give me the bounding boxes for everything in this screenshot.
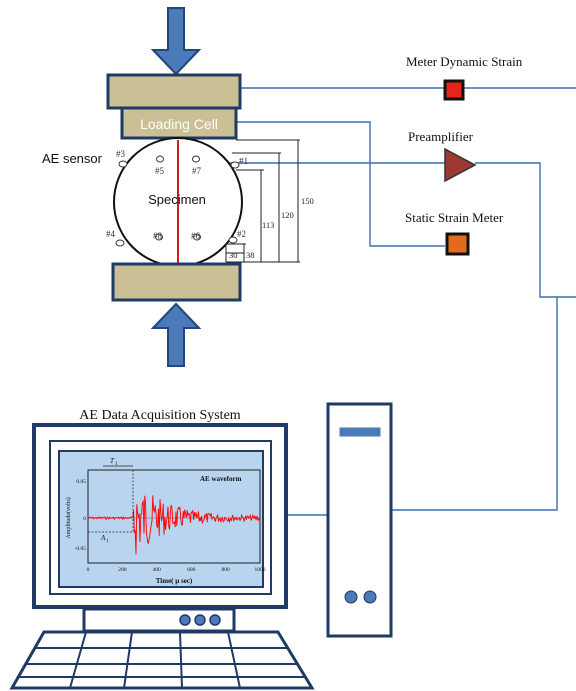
sensor-3 <box>118 160 128 168</box>
preamplifier-symbol <box>444 147 477 183</box>
bottom-loading-plate <box>111 262 242 302</box>
sensor-7-label: #7 <box>192 166 202 176</box>
top-loading-plate <box>106 73 242 110</box>
tower-drive-slot <box>339 427 381 437</box>
waveform-axes <box>87 469 261 564</box>
y-tick-label: 0 <box>83 516 86 522</box>
t-label: T <box>110 457 115 465</box>
sensor-2 <box>228 236 238 244</box>
meter-dynamic-strain-label: Meter Dynamic Strain <box>406 54 523 69</box>
ae-das-label: AE Data Acquisition System <box>79 408 240 423</box>
x-tick-label: 400 <box>153 567 162 573</box>
sensor-2-label: #2 <box>237 229 246 239</box>
dim-38: 38 <box>246 250 255 260</box>
sensor-5 <box>156 155 164 163</box>
tower-button-left <box>344 590 358 604</box>
sensor-4-label: #4 <box>106 229 116 239</box>
x-ticks: 0 200 400 600 800 1000 <box>87 567 266 573</box>
x-tick-label: 800 <box>221 567 230 573</box>
y-ticks: 0.05 0 -0.05 <box>75 479 87 552</box>
computer-tower <box>326 402 393 638</box>
y-tick-label: 0.05 <box>76 479 86 485</box>
t-label-sub: 1 <box>115 462 118 467</box>
ae-waveform-plot: T 1 A 1 AE waveform 0.05 0 -0.05 0 200 400 60… <box>65 457 266 585</box>
dynamic-strain-meter <box>443 79 465 101</box>
dim-150: 150 <box>301 196 314 206</box>
static-strain-meter-label: Static Strain Meter <box>405 210 504 225</box>
tower-button-right <box>363 590 377 604</box>
specimen-label: Specimen <box>148 192 206 207</box>
sensor-1 <box>230 161 240 169</box>
ae-sensors <box>115 155 240 247</box>
dimension-lines <box>225 139 300 263</box>
x-tick-label: 0 <box>87 567 90 573</box>
sensor-8-label: #8 <box>153 231 163 241</box>
dim-113: 113 <box>262 220 274 230</box>
sensor-1-label: #1 <box>239 156 248 166</box>
waveform-title: AE waveform <box>200 475 242 483</box>
sensor-4 <box>115 239 125 247</box>
x-tick-label: 600 <box>187 567 196 573</box>
waveform-trace <box>87 495 260 555</box>
a-label-sub: 1 <box>106 539 109 544</box>
x-tick-label: 200 <box>118 567 127 573</box>
waveform-ylabel: Amplitude(volts) <box>65 497 72 538</box>
dim-30: 30 <box>229 250 238 260</box>
x-tick-label: 1000 <box>255 567 266 573</box>
waveform-xlabel: Time( μ sec) <box>156 577 193 585</box>
bottom-load-arrow <box>150 302 202 367</box>
sensor-6-label: #6 <box>191 231 201 241</box>
keyboard <box>9 630 315 690</box>
monitor-buttons <box>179 614 221 626</box>
signal-cables <box>216 87 576 516</box>
ae-sensor-label: AE sensor <box>42 151 103 166</box>
sensor-5-label: #5 <box>155 166 165 176</box>
sensor-7 <box>192 155 200 163</box>
dim-120: 120 <box>281 210 294 220</box>
sensor-8 <box>155 233 163 241</box>
sensor-3-label: #3 <box>116 149 126 159</box>
y-tick-label: -0.05 <box>75 546 87 552</box>
top-load-arrow <box>150 7 202 76</box>
loading-cell-label: Loading Cell <box>140 116 218 132</box>
static-strain-meter <box>445 232 470 256</box>
sensor-6 <box>193 233 201 241</box>
preamplifier-label: Preamplifier <box>408 129 474 144</box>
a-label: A <box>100 534 106 542</box>
